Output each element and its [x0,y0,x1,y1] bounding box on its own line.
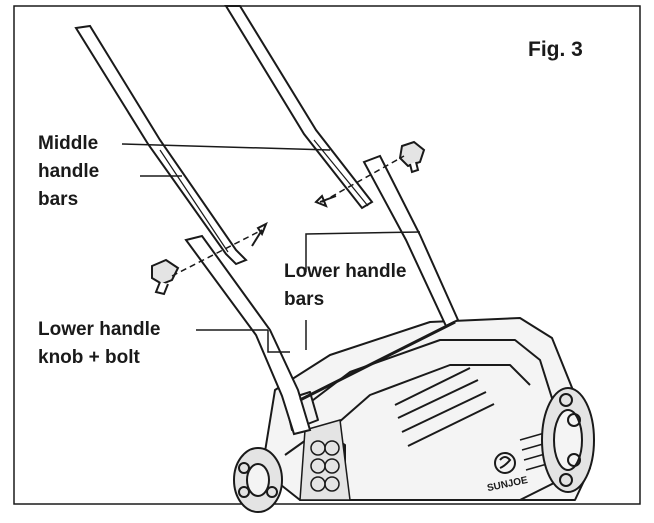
figure-border [13,5,641,505]
label-lower-handle-bars-line1: Lower handle [284,261,407,282]
rear-wheel [233,447,283,513]
front-wheel [541,387,595,493]
label-middle-handle-bars-line2: handle [38,161,100,182]
figure-title: Fig. 3 [528,38,583,61]
leader-knob-2 [267,330,290,353]
lower-handle-bolt-left [251,221,268,247]
middle-handle-bar-right [224,5,374,210]
label-knob-bolt-line2: knob + bolt [38,347,140,368]
label-lower-handle-bars-line2: bars [284,289,325,310]
leader-lower-bars [305,231,421,272]
bolt-axis-left [171,229,263,277]
label-knob-bolt-line1: Lower handle [38,319,161,340]
label-middle-handle-bars-line3: bars [38,189,79,210]
lower-handle-bar-right [362,154,460,328]
lower-handle-knob-right [398,140,426,174]
lower-handle-bar-left [184,234,312,436]
bolt-axis-right [321,155,405,203]
lower-handle-knob-left [151,258,180,296]
leader-middle-top [121,143,331,151]
hex-side-panel [299,419,351,501]
leader-lines [121,143,421,353]
label-middle-handle-bars-line1: Middle [38,133,99,154]
lower-crossbar [299,320,456,402]
lower-handle-bolt-right [314,194,337,208]
